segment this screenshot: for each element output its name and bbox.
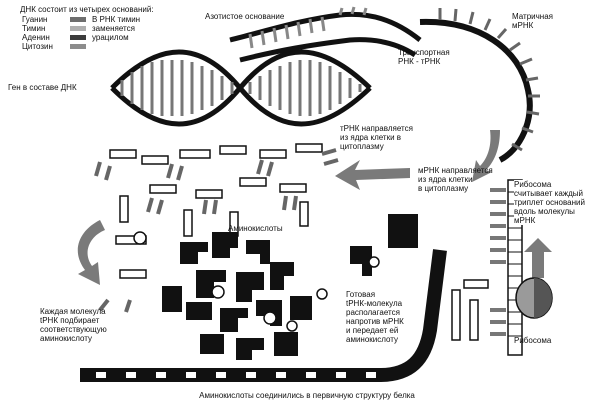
swatch-thymine xyxy=(70,26,86,31)
legend-adenine: Аденин xyxy=(22,33,50,42)
amino-acid-circles xyxy=(133,231,380,332)
label-matrix-mrna: Матричная мРНК xyxy=(512,12,553,30)
label-transport-rna: Транспортная РНК - тРНК xyxy=(398,48,450,66)
label-ribosome: Рибосома xyxy=(514,336,552,345)
dna-unwound-strands xyxy=(229,6,422,63)
swatch-guanine xyxy=(70,17,86,22)
arrow-left xyxy=(335,160,410,190)
legend-note: В РНК тимин заменяется урацилом xyxy=(92,15,141,42)
trna-anticodon-bars xyxy=(94,148,339,313)
flow-arrows xyxy=(77,130,552,285)
ribosome-shape xyxy=(515,277,553,319)
arrow-curve xyxy=(77,220,105,285)
swatch-adenine xyxy=(70,35,86,40)
swatch-cytosine xyxy=(70,44,86,49)
amino-acid-cluster xyxy=(162,214,418,360)
protein-chain xyxy=(80,249,447,382)
label-ribosome-reads: Рибосома считывает каждый триплет основа… xyxy=(514,180,585,225)
label-each-trna: Каждая молекула tРНК подбирает соответст… xyxy=(40,307,107,343)
matrix-mrna-strand xyxy=(419,8,540,163)
label-amino-acids: Аминокислоты xyxy=(228,224,283,233)
dna-double-helix xyxy=(110,49,372,127)
legend-title: ДНК состоит из четырех оснований: xyxy=(20,5,154,14)
arrow-down xyxy=(472,130,500,182)
trna-molecules xyxy=(109,143,323,279)
label-nitrogen-base: Азотистое основание xyxy=(205,12,285,21)
legend-cytosine: Цитозин xyxy=(22,42,53,51)
docking-trna xyxy=(451,279,489,341)
legend-thymine: Тимин xyxy=(22,24,46,33)
label-ready-trna: Готовая tРНК-молекула располагается напр… xyxy=(346,290,404,344)
label-gene-in-dna: Ген в составе ДНК xyxy=(8,83,77,92)
label-primary-structure: Аминокислоты соединились в первичную стр… xyxy=(170,391,444,400)
legend-guanine: Гуанин xyxy=(22,15,48,24)
label-mrna-to-cytoplasm: мРНК направляется из ядра клетки в цитоп… xyxy=(418,166,493,193)
label-trna-to-cytoplasm: тРНК направляется из ядра клетки в цитоп… xyxy=(340,124,413,151)
arrow-up xyxy=(524,238,552,278)
